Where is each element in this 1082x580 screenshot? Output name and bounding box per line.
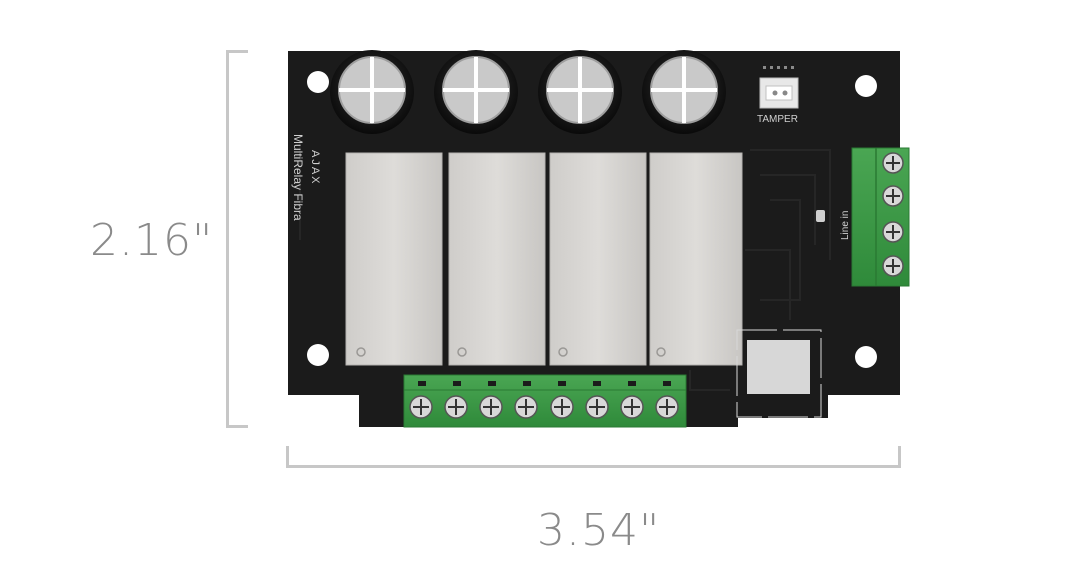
width-dimension-line	[286, 465, 901, 468]
mounting-hole-bottom-left	[307, 344, 329, 366]
tamper-label: TAMPER	[757, 114, 798, 125]
width-dimension-label: 3.54"	[537, 505, 661, 556]
tamper-button	[736, 329, 822, 418]
height-dimension-top-tick	[226, 50, 248, 53]
output-screw-2	[444, 395, 468, 419]
output-screw-5	[550, 395, 574, 419]
height-dimension-bottom-tick	[226, 425, 248, 428]
line-in-screw-2	[882, 185, 904, 207]
output-screw-1	[409, 395, 433, 419]
line-in-screw-1	[882, 152, 904, 174]
line-in-screw-3	[882, 221, 904, 243]
mounting-hole-top-right	[855, 75, 877, 97]
output-terminal-block	[403, 374, 687, 428]
status-led	[816, 210, 825, 222]
mounting-hole-bottom-right	[855, 346, 877, 368]
relay-4	[649, 152, 743, 366]
mounting-hole-top-left	[307, 71, 329, 93]
brand-logo-text: AJAX	[309, 150, 321, 186]
pcb-traces	[299, 140, 831, 391]
capacitor-2	[434, 50, 518, 134]
output-screw-4	[514, 395, 538, 419]
height-dimension-label: 2.16"	[90, 215, 214, 266]
capacitor-3	[538, 50, 622, 134]
capacitor-4	[642, 50, 726, 134]
relay-2	[448, 152, 546, 366]
model-label-text: MultiRelay Fibra	[291, 134, 305, 221]
width-dimension-right-tick	[898, 446, 901, 468]
line-in-label: Line in	[840, 211, 851, 240]
tamper-connector	[759, 66, 799, 109]
output-screw-8	[655, 395, 679, 419]
output-screw-7	[620, 395, 644, 419]
output-screw-6	[585, 395, 609, 419]
width-dimension-left-tick	[286, 446, 289, 468]
relay-1	[345, 152, 443, 366]
relay-3	[549, 152, 647, 366]
line-in-screw-4	[882, 255, 904, 277]
line-in-terminal-block	[851, 147, 910, 287]
capacitor-1	[330, 50, 414, 134]
height-dimension-line	[226, 50, 229, 428]
output-screw-3	[479, 395, 503, 419]
